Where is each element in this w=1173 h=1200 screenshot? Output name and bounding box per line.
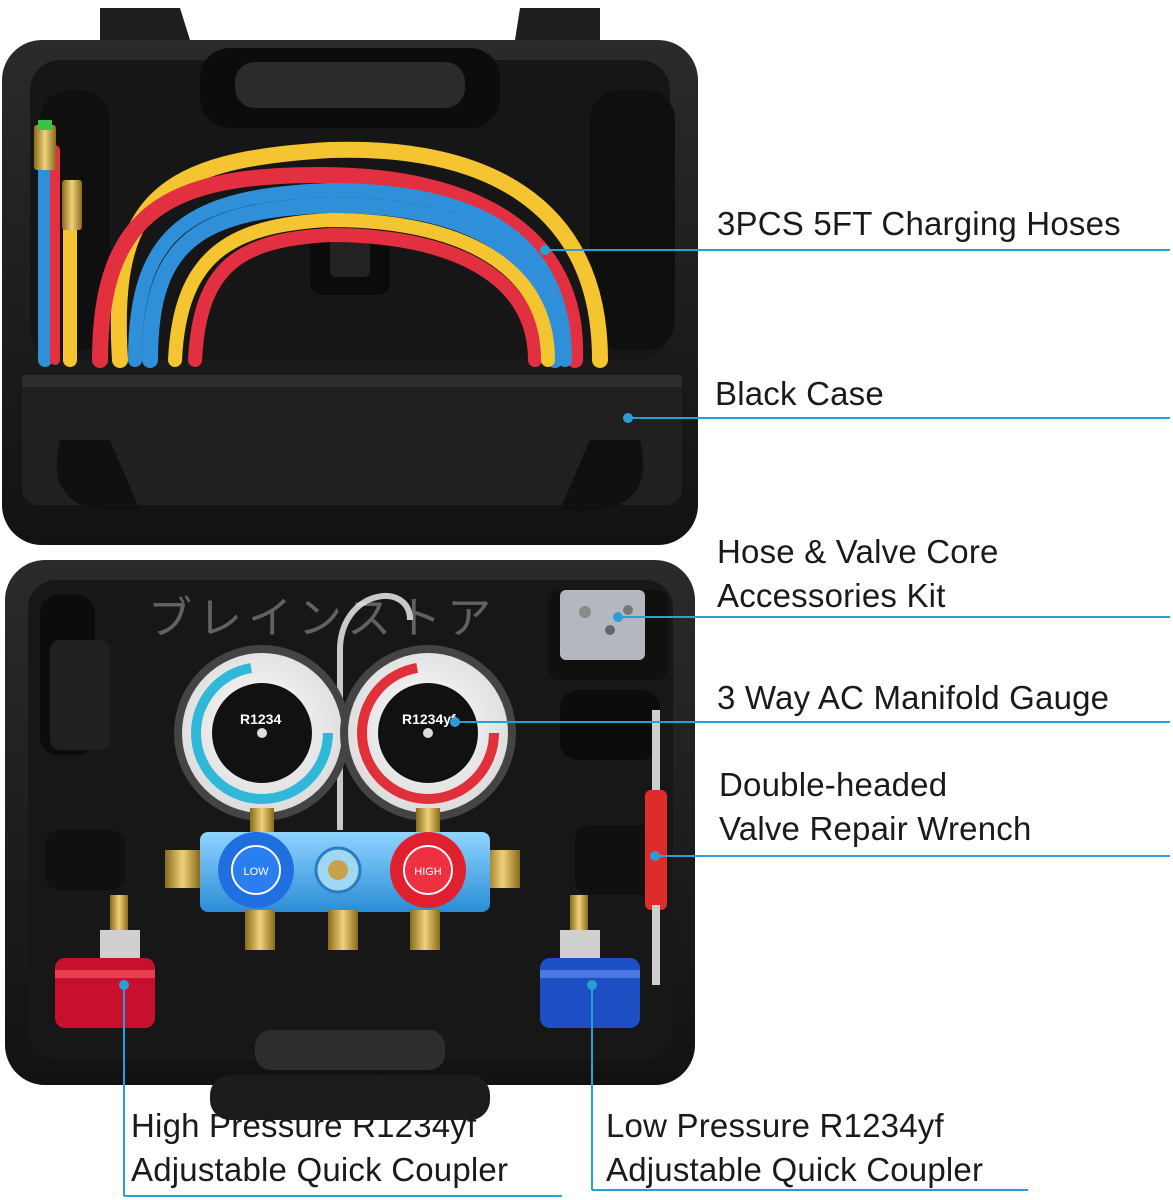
label-repair-wrench: Double-headed Valve Repair Wrench [719, 766, 1032, 847]
gauge-hook [337, 593, 413, 830]
low-pressure-coupler [540, 895, 640, 1028]
hose-end-fittings [34, 120, 82, 230]
high-side-gauge: R1234yf [340, 645, 516, 838]
high-valve-knob: HIGH [390, 832, 466, 908]
high-pressure-coupler [55, 895, 155, 1028]
gauge-right-label: R1234yf [402, 711, 456, 727]
label-manifold-gauge: 3 Way AC Manifold Gauge [717, 679, 1110, 716]
label-black-case: Black Case [715, 375, 884, 412]
accessories-kit-bag [560, 590, 645, 660]
valve-high-label: HIGH [414, 866, 442, 878]
valve-low-label: LOW [243, 866, 269, 878]
callout-lines [119, 245, 1170, 1197]
label-high-pressure-coupler: High Pressure R1234yf Adjustable Quick C… [131, 1107, 509, 1188]
label-accessories-kit: Hose & Valve Core Accessories Kit [717, 533, 999, 614]
low-valve-knob: LOW [218, 832, 294, 908]
valve-repair-wrench [645, 710, 667, 985]
label-charging-hoses: 3PCS 5FT Charging Hoses [717, 205, 1121, 242]
watermark-text: ブレインストア [148, 593, 498, 644]
low-side-gauge: R1234 [174, 645, 350, 838]
label-low-pressure-coupler: Low Pressure R1234yf Adjustable Quick Co… [606, 1107, 984, 1188]
gauge-left-label: R1234 [240, 711, 281, 727]
